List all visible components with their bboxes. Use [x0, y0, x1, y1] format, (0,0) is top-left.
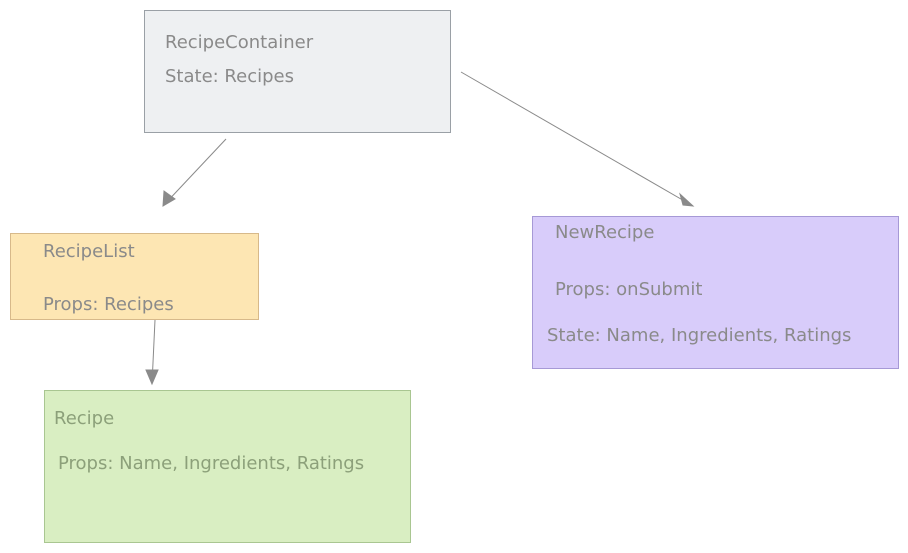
new-recipe-props: Props: onSubmit: [555, 279, 703, 300]
recipe-title: Recipe: [54, 408, 115, 429]
edge-container-to-list-arrowhead: [162, 190, 176, 207]
new-recipe-title: NewRecipe: [555, 222, 655, 243]
edge-container-to-list: [162, 138, 227, 207]
new-recipe-node: NewRecipe Props: onSubmit State: Name, I…: [532, 216, 899, 369]
recipe-list-title: RecipeList: [43, 241, 135, 262]
recipe-node: Recipe Props: Name, Ingredients, Ratings: [44, 390, 411, 543]
edge-container-to-newrecipe: [460, 71, 694, 207]
edge-list-to-recipe-arrowhead: [145, 369, 159, 386]
new-recipe-state: State: Name, Ingredients, Ratings: [547, 325, 852, 346]
recipe-props: Props: Name, Ingredients, Ratings: [58, 453, 365, 474]
recipe-container-node: RecipeContainer State: Recipes: [144, 10, 451, 133]
recipe-list-node: RecipeList Props: Recipes: [10, 233, 259, 320]
recipe-container-state: State: Recipes: [165, 66, 294, 87]
recipe-container-title: RecipeContainer: [165, 32, 314, 53]
recipe-list-props: Props: Recipes: [43, 294, 174, 315]
edge-container-to-newrecipe-arrowhead: [679, 192, 695, 207]
